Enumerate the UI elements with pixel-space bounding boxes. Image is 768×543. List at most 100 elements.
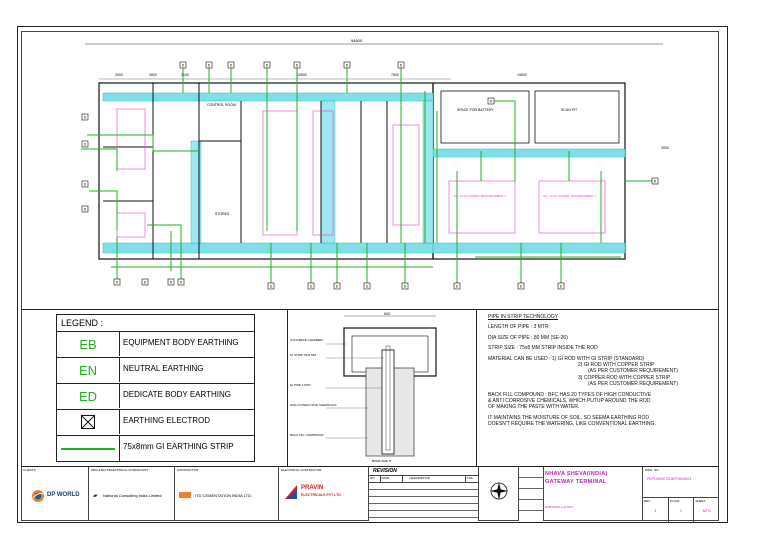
room-walls (103, 83, 388, 259)
rev-col-date: DATE (381, 476, 404, 482)
consultant-name: National Consulting India Limited (103, 493, 162, 498)
svg-text:D: D (84, 208, 87, 212)
drawing-outer-border (17, 26, 728, 523)
electrode-4: D (81, 205, 89, 213)
label-chemicals: HIGH CONDUCTIVE CHEMICALS (290, 403, 337, 407)
electrode-14: D (167, 278, 175, 286)
electrode-9: D (293, 61, 301, 69)
sheet-rev: REV. 1 (643, 498, 669, 522)
room-label-stores: STORES (215, 212, 230, 216)
label-gi-pipe: GI PIPE 3 MTR (290, 383, 312, 387)
electrical-label: ELECTRICAL CONTRACTOR (281, 468, 322, 472)
sheet-scale: SCALE 1 (669, 498, 695, 522)
legend: LEGEND : EB EQUIPMENT BODY EARTHING EN N… (56, 314, 255, 462)
electrode-7: D (227, 61, 235, 69)
contractor-label: CONTRACTOR (177, 468, 199, 472)
north-cell (479, 467, 519, 521)
electrode-markers: D D D D D D D D D D D D D D D D D D D D … (81, 61, 659, 290)
sheet-number: SHEET NTS (694, 498, 719, 522)
legend-text-electrode: EARTHING ELECTROD (123, 416, 210, 425)
sheet-row: REV. 1 SCALE 1 SHEET NTS (643, 497, 719, 522)
legend-title: LEGEND : (61, 318, 104, 328)
legend-row-en: EN NEUTRAL EARTHING (57, 357, 254, 382)
section-divider-left (287, 309, 288, 466)
electrode-6: D (205, 61, 213, 69)
strip-line-icon (61, 448, 115, 450)
svg-text:D: D (310, 285, 313, 289)
section-bottom-dim: BORE SIZE 8" (372, 459, 392, 463)
note-line-10: & ANTI CORROSIVE CHEMICALS, WHICH PUTUP … (488, 398, 651, 405)
vertical-corridor-3 (422, 100, 434, 244)
scan-pit (534, 90, 620, 144)
title-sub: EARTHING LAYOUT (545, 505, 574, 509)
svg-text:D: D (84, 143, 87, 147)
contractor-cell: CONTRACTOR ITD CEMENTATION INDIA LTD. (175, 467, 279, 521)
gi-strip (385, 345, 391, 451)
legend-text-strip: 75x8mm GI EARTHING STRIP (123, 442, 234, 451)
electrode-19: D (363, 282, 371, 290)
bottom-corridor-b (432, 242, 626, 254)
svg-text:D: D (84, 116, 87, 120)
svg-text:D: D (144, 281, 147, 285)
drawing-number: PEPL/NSICT/EARTHING/01 (647, 477, 692, 481)
svg-text:D: D (456, 285, 459, 289)
room-label-control: CONTROL ROOM (207, 103, 236, 107)
overall-dim: 94600 (351, 38, 363, 43)
dim-7: 3000 (661, 146, 669, 150)
electrode-5: D (179, 61, 187, 69)
notes-heading: PIPE IN STRIP TECHNOLOGY (488, 314, 559, 320)
svg-text:D: D (180, 281, 183, 285)
electrode-12: D (113, 278, 121, 286)
electrical-name: PRAVIN (301, 485, 324, 491)
room-label-scanpit: SCAN PIT (561, 108, 578, 112)
electrode-2: D (81, 140, 89, 148)
svg-text:D: D (208, 64, 211, 68)
svg-text:D: D (296, 64, 299, 68)
client-name: DP WORLD (47, 492, 80, 498)
note-line-2: DIA SIZE OF PIPE : 80 MM (SE-26) (488, 334, 568, 341)
note-line-7: 3) COPPER ROD WITH COPPER STRIP (578, 374, 671, 381)
note-line-13: DOESN'T REQUIRE THE WATERING, LIKE CONVE… (488, 421, 656, 428)
note-line-9: BACK FILL COMPOUND : BFC HAS 20 TYPES OF… (488, 391, 652, 398)
top-corridor (102, 92, 434, 102)
drawing-label: DWG. NO. (645, 468, 660, 472)
dim-2: 2800 (149, 73, 157, 77)
electrode-8: D (263, 61, 271, 69)
electrode-10: D (343, 61, 351, 69)
note-line-1: LENGTH OF PIPE : 3 MTR (488, 324, 549, 331)
section-leaders (326, 343, 384, 439)
electrode-11: D (397, 61, 405, 69)
pravin-logo-icon (285, 485, 297, 499)
note-line-12: IT MAINTAINS THE MOISTURE OF SOIL, SO SE… (488, 414, 650, 421)
revision-header: NO DATE DESCRIPTION CHK (369, 476, 478, 483)
legend-row-eb: EB EQUIPMENT BODY EARTHING (57, 331, 254, 356)
project-cell: NHAVA SHEVA(INDIA) GATEWAY TERMINAL EART… (519, 467, 643, 521)
electrode-20: D (401, 282, 409, 290)
equipment-outlines (116, 108, 606, 238)
electrode-22: D (517, 282, 525, 290)
svg-text:D: D (84, 183, 87, 187)
rev-col-chk: CHK (466, 476, 473, 480)
svg-text:D: D (520, 285, 523, 289)
sheet-scale-value: 1 (679, 508, 683, 513)
electrode-25: D (487, 97, 495, 105)
itd-logo-icon (179, 492, 191, 498)
plan-divider (21, 309, 719, 310)
label-chamber: CONCRETE CHAMBER (290, 338, 324, 342)
consultant-logo-icon: ▰ (93, 493, 97, 499)
electrode-13: D (141, 278, 149, 286)
dp-world-logo-icon (32, 490, 44, 502)
svg-text:D: D (404, 285, 407, 289)
vertical-corridor-2 (190, 140, 202, 244)
title-block: CLIENTS DP WORLD ARCHITECT/ELECTRICAL CO… (21, 466, 719, 522)
earthing-strips (81, 67, 655, 283)
electrode-17: D (307, 282, 315, 290)
section-divider-right (476, 309, 477, 466)
svg-text:D: D (400, 64, 403, 68)
svg-text:D: D (560, 285, 563, 289)
revision-rows (369, 483, 478, 521)
rev-col-desc: DESCRIPTION (403, 476, 466, 482)
mid-corridor-b (432, 148, 626, 158)
svg-text:D: D (346, 64, 349, 68)
electrode-23: D (557, 282, 565, 290)
